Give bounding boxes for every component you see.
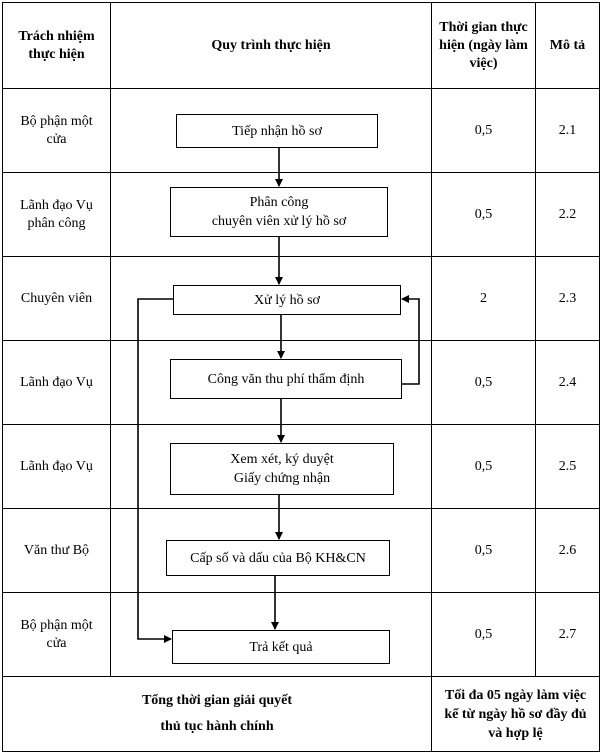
step-label: Tiếp nhận hồ sơ <box>232 123 322 139</box>
footer-row: Tổng thời gian giải quyết thủ tục hành c… <box>2 676 600 752</box>
step-assign-specialist: Phân công chuyên viên xử lý hồ sơ <box>170 187 388 237</box>
ref-cell: 2.5 <box>535 424 600 509</box>
time-cell: 0,5 <box>431 508 536 593</box>
time-cell: 0,5 <box>431 424 536 509</box>
step-process-dossier: Xử lý hồ sơ <box>173 285 401 315</box>
ref-cell: 2.7 <box>535 592 600 677</box>
responsibility-cell: Bộ phận một cửa <box>2 592 111 677</box>
header-description: Mô tả <box>535 2 600 89</box>
step-label-line2: chuyên viên xử lý hồ sơ <box>211 214 347 229</box>
ref-cell: 2.1 <box>535 88 600 173</box>
total-time-label: Tổng thời gian giải quyết thủ tục hành c… <box>2 676 432 752</box>
step-return-result: Trả kết quả <box>172 630 390 664</box>
step-review-approve: Xem xét, ký duyệt Giấy chứng nhận <box>170 443 394 495</box>
responsibility-cell: Lãnh đạo Vụ <box>2 424 111 509</box>
table-row: Lãnh đạo Vụ phân công 0,5 2.2 <box>2 172 600 257</box>
header-responsibility: Trách nhiệm thực hiện <box>2 2 111 89</box>
step-label-line1: Xem xét, ký duyệt <box>230 452 334 467</box>
responsibility-cell: Lãnh đạo Vụ phân công <box>2 172 111 257</box>
step-receive-dossier: Tiếp nhận hồ sơ <box>176 114 378 148</box>
total-time-line1: Tổng thời gian giải quyết <box>141 693 293 708</box>
header-row: Trách nhiệm thực hiện Quy trình thực hiệ… <box>2 2 600 89</box>
total-time-limit: Tối đa 05 ngày làm việc kể từ ngày hồ sơ… <box>431 676 600 752</box>
step-label: Cấp số và dấu của Bộ KH&CN <box>190 550 366 566</box>
time-cell: 2 <box>431 256 536 341</box>
time-cell: 0,5 <box>431 592 536 677</box>
responsibility-cell: Chuyên viên <box>2 256 111 341</box>
time-cell: 0,5 <box>431 172 536 257</box>
step-label-line2: Giấy chứng nhận <box>233 471 331 486</box>
header-process: Quy trình thực hiện <box>110 2 432 89</box>
step-fee-letter: Công văn thu phí thẩm định <box>170 359 402 399</box>
time-cell: 0,5 <box>431 88 536 173</box>
ref-cell: 2.4 <box>535 340 600 425</box>
step-label-line1: Phân công <box>249 195 309 210</box>
ref-cell: 2.3 <box>535 256 600 341</box>
responsibility-cell: Bộ phận một cửa <box>2 88 111 173</box>
step-issue-number-seal: Cấp số và dấu của Bộ KH&CN <box>166 540 390 576</box>
total-time-line2: thủ tục hành chính <box>160 719 274 734</box>
ref-cell: 2.6 <box>535 508 600 593</box>
step-label: Công văn thu phí thẩm định <box>207 371 365 387</box>
ref-cell: 2.2 <box>535 172 600 257</box>
step-label: Trả kết quả <box>249 639 313 655</box>
responsibility-cell: Lãnh đạo Vụ <box>2 340 111 425</box>
time-cell: 0,5 <box>431 340 536 425</box>
responsibility-cell: Văn thư Bộ <box>2 508 111 593</box>
step-label: Xử lý hồ sơ <box>254 292 320 308</box>
header-time: Thời gian thực hiện (ngày làm việc) <box>431 2 536 89</box>
